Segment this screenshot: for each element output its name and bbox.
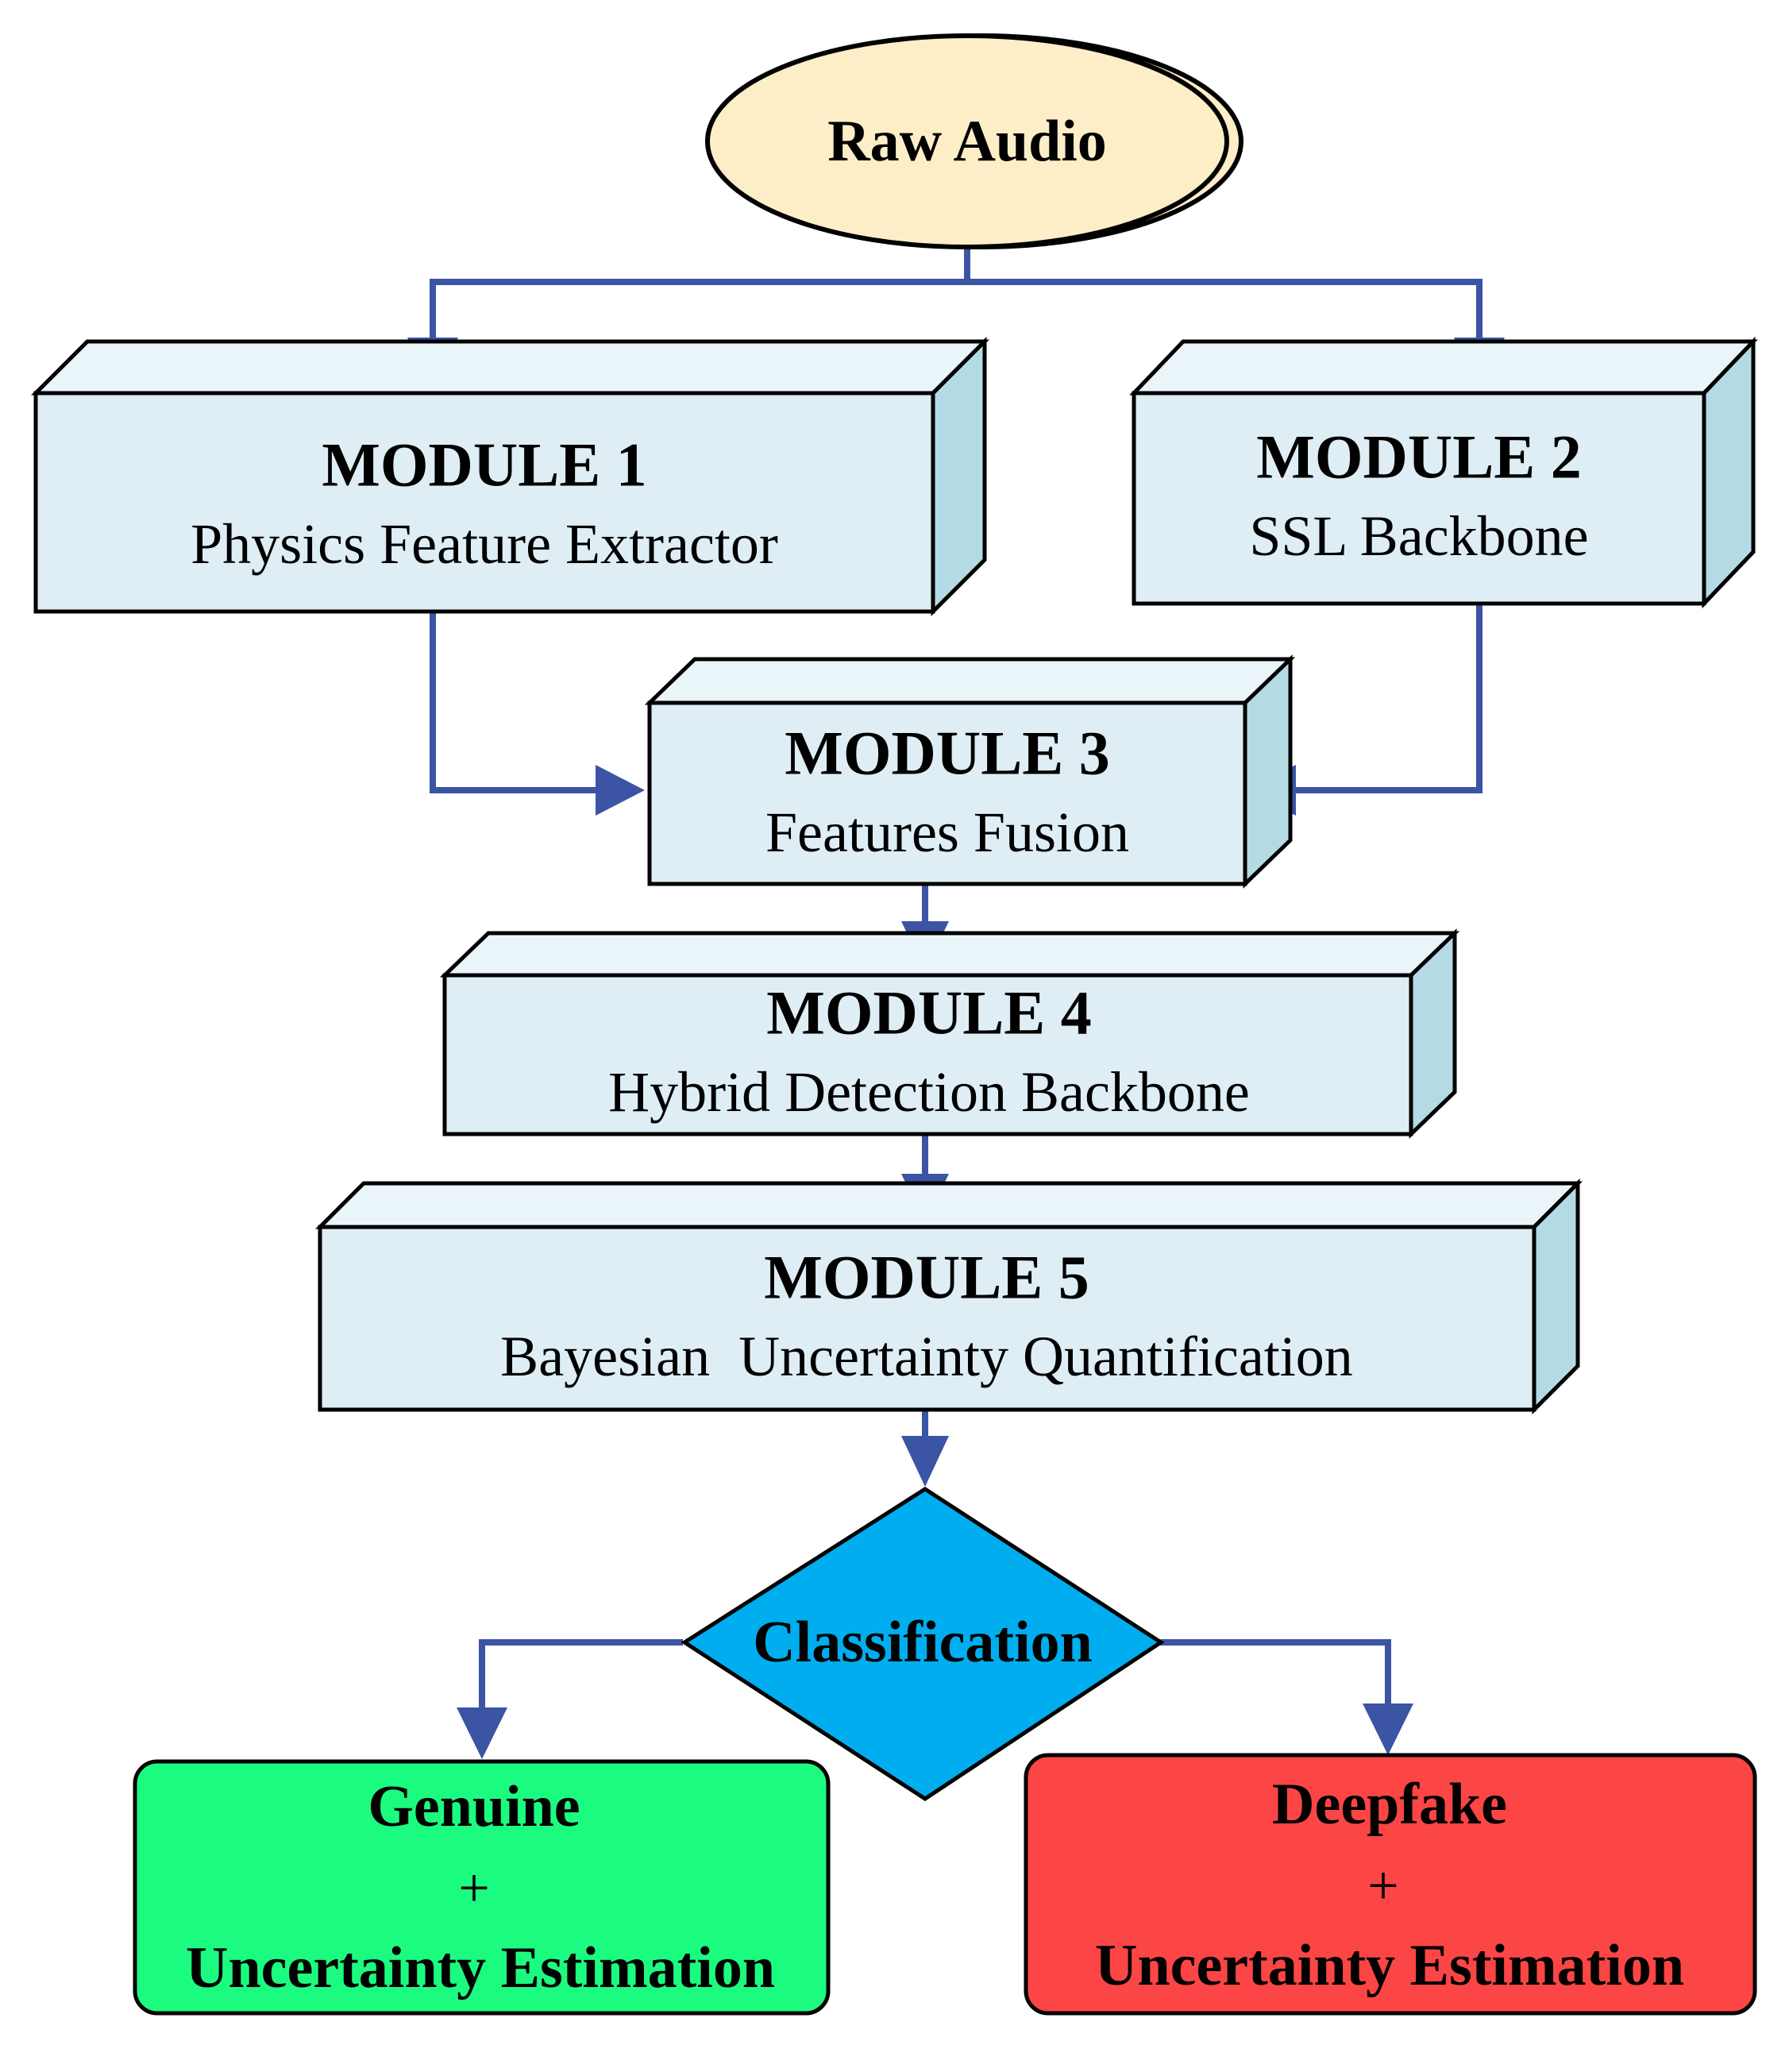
- arrow-classification-to-deepfake: [1159, 1639, 1391, 1719]
- arrow-raw-audio-to-module-1: [430, 246, 970, 349]
- module-3-subtitle: Features Fusion: [765, 801, 1129, 864]
- deepfake-outcome: Deepfake + Uncertainty Estimation: [1024, 1753, 1757, 2016]
- arrowhead-module-3-left: [596, 765, 645, 816]
- module-4-box: MODULE 4 Hybrid Detection Backbone: [439, 928, 1460, 1139]
- module-2-face: [1132, 391, 1706, 606]
- classification-node: Classification: [681, 1487, 1165, 1801]
- raw-audio-node: Raw Audio: [705, 33, 1243, 249]
- genuine-outcome: Genuine + Uncertainty Estimation: [133, 1759, 831, 2016]
- deepfake-title: Deepfake: [1272, 1772, 1507, 1837]
- module-3-title: MODULE 3: [785, 719, 1110, 788]
- connectors: [430, 246, 1482, 1719]
- module-2-box: MODULE 2 SSL Backbone: [1129, 336, 1758, 609]
- classification-diamond: [681, 1487, 1165, 1801]
- module-4-face: [442, 973, 1413, 1136]
- arrowhead-classification: [901, 1436, 949, 1487]
- deepfake-plus: +: [1367, 1856, 1398, 1917]
- module-3-face: [647, 700, 1247, 886]
- deepfake-detail: Uncertainty Estimation: [1095, 1933, 1684, 1998]
- genuine-title: Genuine: [368, 1774, 580, 1839]
- module-1-face: [33, 391, 935, 614]
- module-2-subtitle: SSL Backbone: [1249, 504, 1588, 568]
- module-5-box: MODULE 5 Bayesian Uncertainty Quantifica…: [314, 1178, 1583, 1415]
- raw-audio-ellipse-front: [705, 33, 1229, 249]
- module-5-title: MODULE 5: [764, 1243, 1089, 1312]
- module-4-subtitle: Hybrid Detection Backbone: [608, 1060, 1250, 1124]
- module-5-top: [314, 1181, 1583, 1229]
- deepfake-box: [1024, 1753, 1757, 2016]
- classification-label: Classification: [753, 1610, 1093, 1675]
- module-2-top: [1129, 339, 1758, 395]
- module-1-subtitle: Physics Feature Extractor: [191, 512, 778, 576]
- module-5-face: [318, 1225, 1536, 1412]
- module-4-top: [439, 931, 1460, 978]
- module-2-title: MODULE 2: [1256, 423, 1582, 492]
- genuine-plus: +: [458, 1858, 489, 1920]
- module-1-title: MODULE 1: [322, 430, 647, 500]
- genuine-detail: Uncertainty Estimation: [186, 1935, 775, 2001]
- arrow-module-1-to-module-3: [430, 608, 607, 793]
- arrowhead-genuine: [457, 1707, 507, 1759]
- arrowhead-deepfake: [1363, 1704, 1413, 1755]
- module-1-top: [30, 339, 990, 395]
- module-3-top: [644, 657, 1296, 705]
- genuine-box: [133, 1759, 831, 2016]
- module-3-box: MODULE 3 Features Fusion: [644, 654, 1296, 889]
- arrow-module-2-to-module-3: [1290, 600, 1482, 793]
- arrow-classification-to-genuine: [479, 1639, 683, 1719]
- arrow-raw-audio-to-module-2: [967, 279, 1482, 349]
- raw-audio-label: Raw Audio: [827, 109, 1107, 174]
- module-5-subtitle: Bayesian Uncertainty Quantification: [500, 1325, 1353, 1388]
- module-4-title: MODULE 4: [766, 978, 1092, 1048]
- module-1-box: MODULE 1 Physics Feature Extractor: [30, 336, 990, 617]
